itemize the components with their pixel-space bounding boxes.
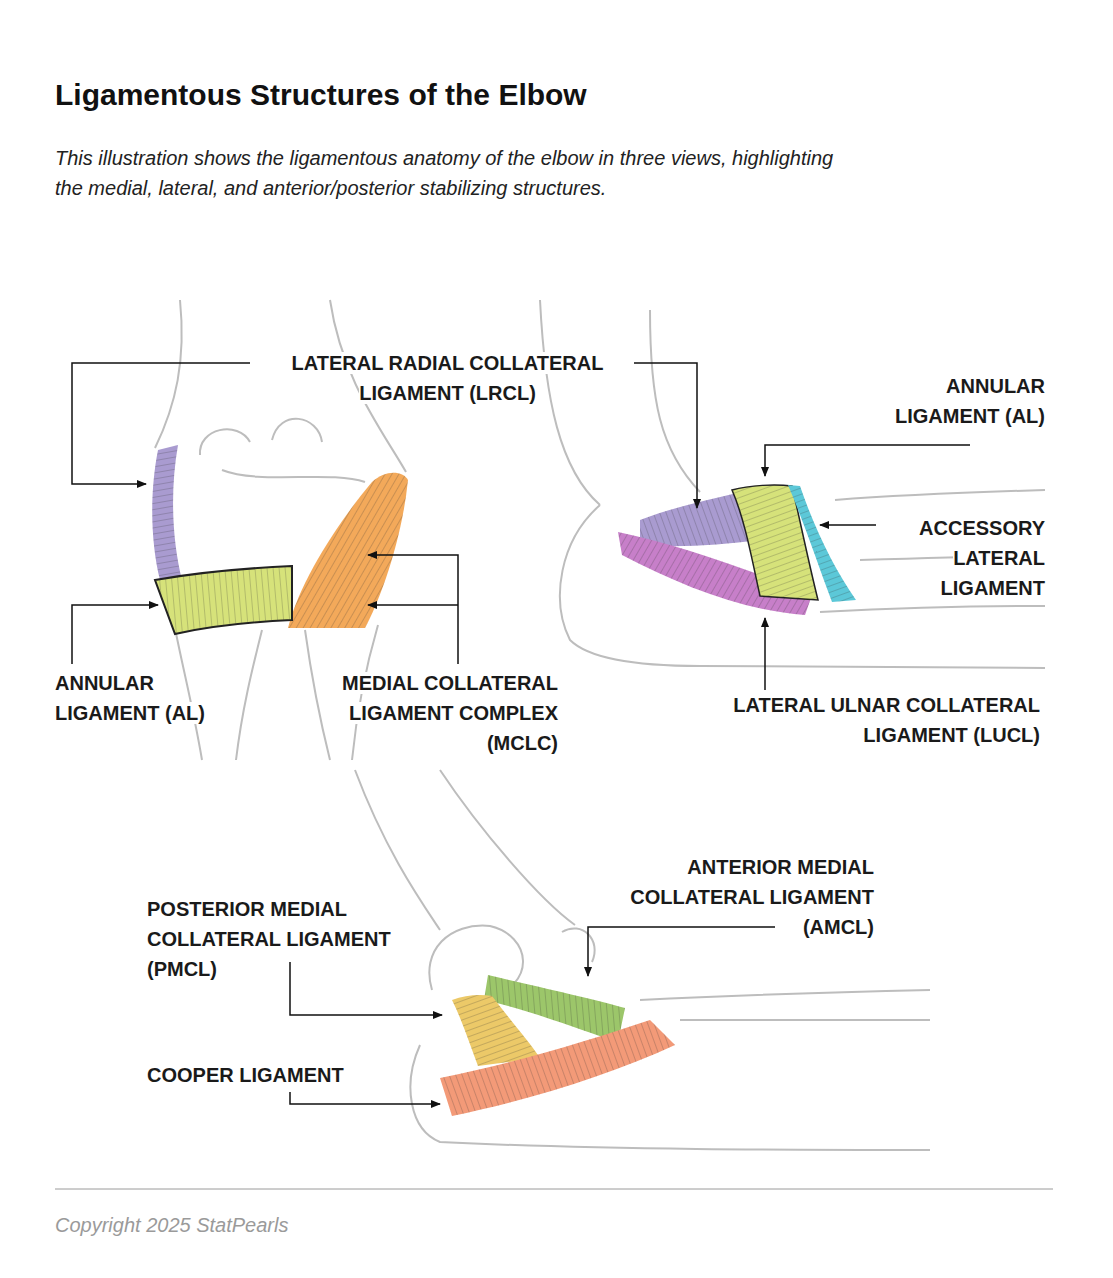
medial-bones (355, 770, 930, 1150)
ligament-label: MEDIAL COLLATERAL LIGAMENT COMPLEX (MCLC… (342, 672, 558, 754)
ligament-label: LATERAL RADIAL COLLATERAL LIGAMENT (LRCL… (292, 352, 604, 404)
ligament-label: POSTERIOR MEDIAL COLLATERAL LIGAMENT (PM… (147, 898, 391, 980)
footer-rule (55, 1189, 1053, 1190)
copyright-note-box: Copyright 2025 StatPearls (55, 1210, 288, 1240)
copyright-note: Copyright 2025 StatPearls (55, 1214, 288, 1236)
ligament-label-box: ANNULAR LIGAMENT (AL) (55, 668, 255, 728)
ligament-label-box: ACCESSORY LATERAL LIGAMENT (878, 513, 1045, 603)
ligament-label: ANNULAR LIGAMENT (AL) (55, 672, 205, 724)
ligament-label-box: POSTERIOR MEDIAL COLLATERAL LIGAMENT (PM… (147, 894, 447, 984)
lateral-bones (540, 300, 1045, 668)
title: Ligamentous Structures of the Elbow (55, 78, 587, 112)
ligament-label-box: ANNULAR LIGAMENT (AL) (840, 371, 1045, 431)
ligament-label: ANNULAR LIGAMENT (AL) (895, 375, 1045, 427)
ligament-label: ACCESSORY LATERAL LIGAMENT (919, 517, 1045, 599)
ligament-label-box: LATERAL ULNAR COLLATERAL LIGAMENT (LUCL) (673, 690, 1040, 750)
leader-lines (72, 363, 970, 1104)
ligament-label-box: LATERAL RADIAL COLLATERAL LIGAMENT (LRCL… (255, 348, 640, 408)
ligament-label-box: MEDIAL COLLATERAL LIGAMENT COMPLEX (MCLC… (287, 668, 558, 758)
lateral-ligaments (618, 485, 856, 615)
ligament-label: COOPER LIGAMENT (147, 1064, 344, 1086)
ligament-label-box: COOPER LIGAMENT (147, 1060, 344, 1090)
medial-ligaments (440, 975, 675, 1116)
ligament-label-box: ANTERIOR MEDIAL COLLATERAL LIGAMENT (AMC… (577, 852, 874, 942)
caption: This illustration shows the ligamentous … (55, 143, 845, 203)
ligament-label: ANTERIOR MEDIAL COLLATERAL LIGAMENT (AMC… (630, 856, 874, 938)
ligament-label: LATERAL ULNAR COLLATERAL LIGAMENT (LUCL) (733, 694, 1040, 746)
